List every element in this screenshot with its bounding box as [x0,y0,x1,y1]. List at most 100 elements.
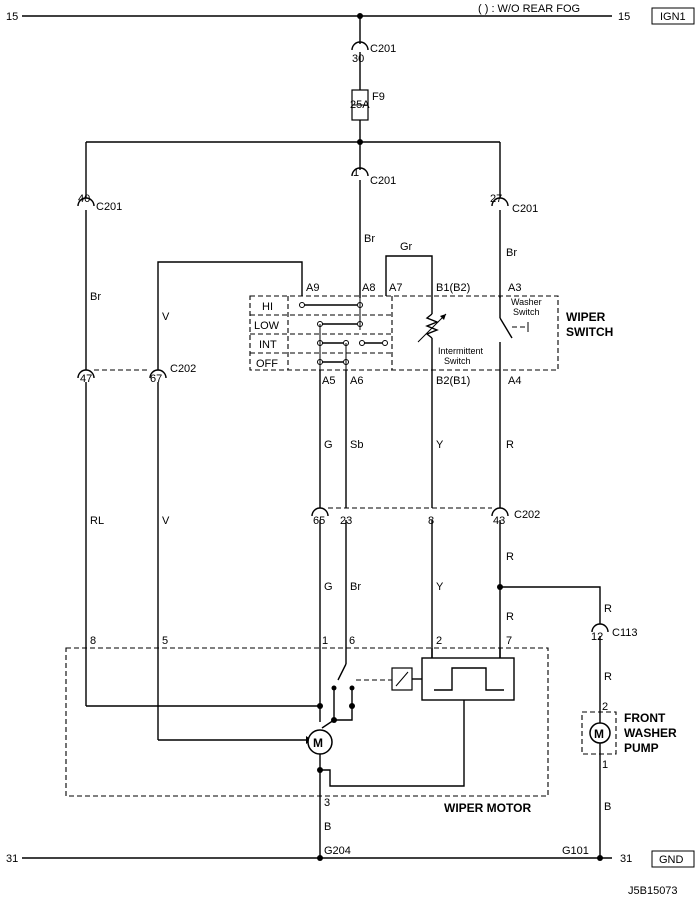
washer-switch-label-2: Switch [513,307,540,317]
wire-rl: RL [90,515,104,527]
c113-label: C113 [612,627,637,639]
c201-label-40: C201 [96,201,122,213]
wire-g-upper: G [324,439,333,451]
term-a7: A7 [389,282,402,294]
term-a8: A8 [362,282,375,294]
rail-left-label-bottom: 31 [6,853,18,865]
pin-30: 30 [352,53,364,65]
gnd-box [651,850,695,868]
wire-g-lower: G [324,581,333,593]
ign1-power-rail: 15 15 IGN1 ( ) : W/O REAR FOG [6,3,695,25]
c201-label-1: C201 [370,43,396,55]
wire-b-pump: B [604,801,611,813]
pin-47: 47 [80,373,92,385]
wire-br-center: Br [364,233,375,245]
switch-pos-low: LOW [254,320,280,332]
wire-gr-label: Gr [400,241,413,253]
term-b1: B1(B2) [436,282,470,294]
wire-r-mid: R [506,551,514,563]
term-b2: B2(B1) [436,375,470,387]
pin-1: 1 [353,167,359,179]
pump-title-2: WASHER [624,726,677,740]
wiper-switch-title-1: WIPER [566,310,606,324]
connector-c201-1 [351,167,369,177]
term-a5: A5 [322,375,335,387]
main-feed: 30 C201 F9 25A [86,13,500,145]
gnd-label: GND [659,854,684,866]
ign1-box [651,7,695,25]
wire-br-right: Br [506,247,517,259]
switch-pos-off: OFF [256,358,278,370]
ground-g204: B G204 [317,821,351,861]
switch-pos-int: INT [259,339,277,351]
connector-c201-30 [351,41,369,51]
wire-r-lower: R [506,611,514,623]
term-a3: A3 [508,282,521,294]
wire-r-pump-lower: R [604,671,612,683]
pin-67: 67 [150,373,162,385]
wire-r-pump-upper: R [604,603,612,615]
pump-title-1: FRONT [624,711,666,725]
connector-c202-left: 47 67 C202 RL V [77,363,196,740]
switch-output-wires: G Sb Y R [319,370,514,508]
wire-r-upper: R [506,439,514,451]
pin-65: 65 [313,515,325,527]
wire-v-upper: V [162,311,170,323]
intermittent-switch-label-1: Intermittent [438,346,484,356]
motor-pin-1: 1 [322,635,328,647]
pin-8: 8 [428,515,434,527]
wire-v-a9: V [157,261,303,370]
pump-pin-2: 2 [602,701,608,713]
intermittent-switch-label-2: Switch [444,356,471,366]
connector-c113 [591,623,609,633]
rail-right-label-bottom: 31 [620,853,632,865]
wiper-switch-outline [249,295,559,371]
motor-pin-5: 5 [162,635,168,647]
wire-gr: Gr [385,241,433,296]
branch-c201-27: 27 C201 Br [490,142,538,298]
intermittent-timer-module [421,657,515,701]
fuse-name: F9 [372,91,385,103]
c202-label-right: C202 [514,509,540,521]
wiper-motor-outline [65,647,549,797]
wire-br-left: Br [90,291,101,303]
wiper-motor-title: WIPER MOTOR [444,801,531,815]
branch-c201-40: 40 C201 Br [77,142,122,370]
motor-pin-6: 6 [349,635,355,647]
wiper-switch: HI LOW INT OFF A9 A8 A7 B1(B2) A3 A5 A6 … [249,282,613,387]
wire-y-lower: Y [436,581,444,593]
wire-y-upper: Y [436,439,444,451]
diagram-code: J5B15073 [628,885,678,897]
rail-right-label-top: 15 [618,11,630,23]
pin-43: 43 [493,515,505,527]
branch-c201-1: 1 C201 Br [351,142,396,298]
wiper-switch-title-2: SWITCH [566,325,613,339]
connector-c201-27 [491,197,509,207]
ign1-label: IGN1 [660,11,686,23]
wire-v-lower: V [162,515,170,527]
motor-pin-7: 7 [506,635,512,647]
pump-title-3: PUMP [624,741,659,755]
term-a4: A4 [508,375,521,387]
motor-pin-2: 2 [436,635,442,647]
term-a6: A6 [350,375,363,387]
pin-12: 12 [591,631,603,643]
washer-pump-outline [581,711,617,755]
rail-left-label-top: 15 [6,11,18,23]
washer-switch-label-1: Washer [511,297,542,307]
fuse-rating: 25A [350,99,370,111]
c201-label-1b: C201 [370,175,396,187]
connector-c202-right: 65 23 8 43 C202 [311,507,540,527]
pin-40: 40 [78,193,90,205]
pump-motor-m: M [594,727,604,741]
wire-b-motor: B [324,821,331,833]
term-a9: A9 [306,282,319,294]
rear-fog-note: ( ) : W/O REAR FOG [478,3,580,15]
wiper-motor: 8 5 1 6 2 7 3 WIPER MOTOR M [65,635,549,858]
switch-pos-hi: HI [262,301,273,313]
washer-pump-branch: 12 C113 R R 2 1 M FRONT WASHER PUMP B G1… [500,586,677,861]
ground-g101: G101 [562,845,589,857]
connector-c201-40 [77,197,95,207]
c202-label-left: C202 [170,363,196,375]
